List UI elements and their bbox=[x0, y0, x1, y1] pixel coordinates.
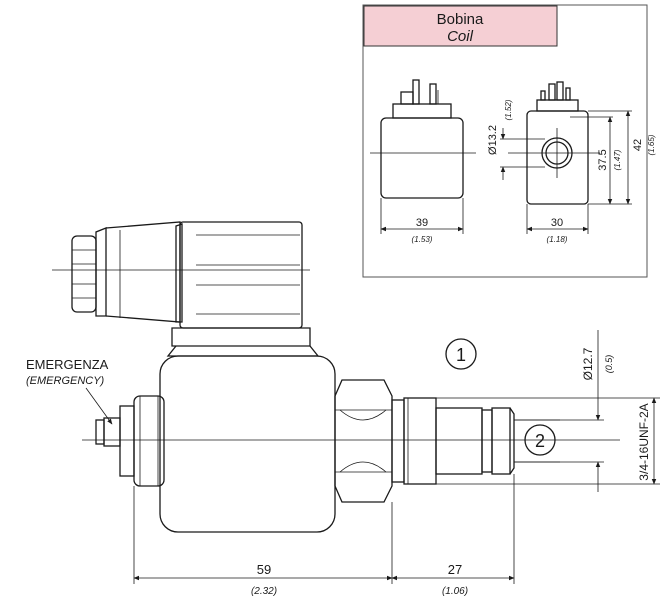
emergency-label-en: (EMERGENCY) bbox=[26, 375, 105, 387]
port-1-label: 1 bbox=[456, 345, 466, 365]
coil-outer-height-dim: 42 bbox=[632, 139, 644, 151]
coil-inset: Bobina Coil 39 (1.53) bbox=[362, 4, 656, 278]
coil-bore-dim-in: (1.52) bbox=[504, 99, 513, 120]
inset-frame bbox=[362, 4, 648, 278]
coil-width-dim: 39 bbox=[416, 217, 428, 229]
coil-inner-height-dim-in: (1.47) bbox=[613, 149, 622, 170]
cartridge-diameter-dim-in: (0.5) bbox=[604, 355, 614, 374]
port-2-marker bbox=[524, 424, 556, 456]
port-1-marker bbox=[445, 338, 477, 370]
hex-nut bbox=[334, 379, 393, 503]
inset-subtitle: Coil bbox=[447, 28, 474, 45]
emergency-override bbox=[95, 395, 165, 487]
emergency-leader bbox=[85, 387, 113, 425]
coil-bore-dim: Ø13.2 bbox=[487, 125, 499, 155]
coil-outer-height-dim-in: (1.65) bbox=[647, 134, 656, 155]
cartridge-diameter-dim: Ø12.7 bbox=[581, 347, 595, 380]
inset-title: Bobina bbox=[437, 11, 484, 28]
cartridge-length-dim-in: (1.06) bbox=[442, 586, 468, 597]
body-length-dim: 59 bbox=[257, 562, 271, 577]
body-length-dim-in: (2.32) bbox=[251, 586, 277, 597]
inset-header bbox=[363, 5, 558, 47]
coil-front-view: 39 (1.53) bbox=[370, 79, 476, 244]
connector bbox=[52, 221, 310, 329]
cartridge-length-dim: 27 bbox=[448, 562, 462, 577]
coil-side-view: Ø13.2 (1.52) 37.5 (1.47) 42 (1.65) 30 (1… bbox=[487, 81, 656, 244]
coil-side-width-dim: 30 bbox=[551, 217, 563, 229]
coil-inner-height-dim: 37.5 bbox=[597, 149, 609, 170]
emergency-label: EMERGENZA bbox=[26, 357, 109, 372]
cartridge bbox=[391, 397, 560, 485]
port-2-label: 2 bbox=[535, 431, 545, 451]
coil-width-dim-in: (1.53) bbox=[412, 235, 433, 244]
coil-body bbox=[159, 355, 336, 533]
coil-side-width-dim-in: (1.18) bbox=[547, 235, 568, 244]
thread-dim: 3/4-16UNF-2A bbox=[637, 403, 651, 480]
valve-drawing: EMERGENZA (EMERGENCY) 1 2 Ø12.7 (0.5) 3/… bbox=[26, 221, 660, 597]
